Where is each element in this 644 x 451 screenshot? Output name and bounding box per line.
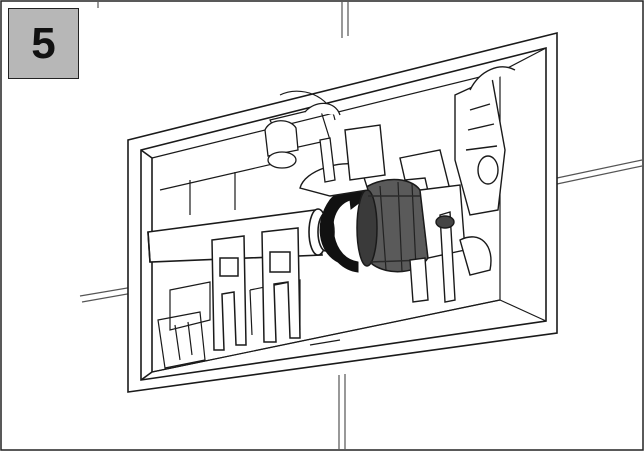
step-number-badge: 5	[8, 8, 79, 79]
rotate-counterclockwise-arrow	[319, 179, 373, 273]
right-bracket	[454, 66, 516, 216]
union-nut	[356, 178, 429, 273]
recess-bottom-detail	[151, 299, 501, 373]
tile-joints	[79, 2, 643, 449]
hose-brackets	[211, 227, 301, 351]
top-mechanism	[264, 102, 341, 183]
flush-valve-body	[299, 124, 492, 303]
